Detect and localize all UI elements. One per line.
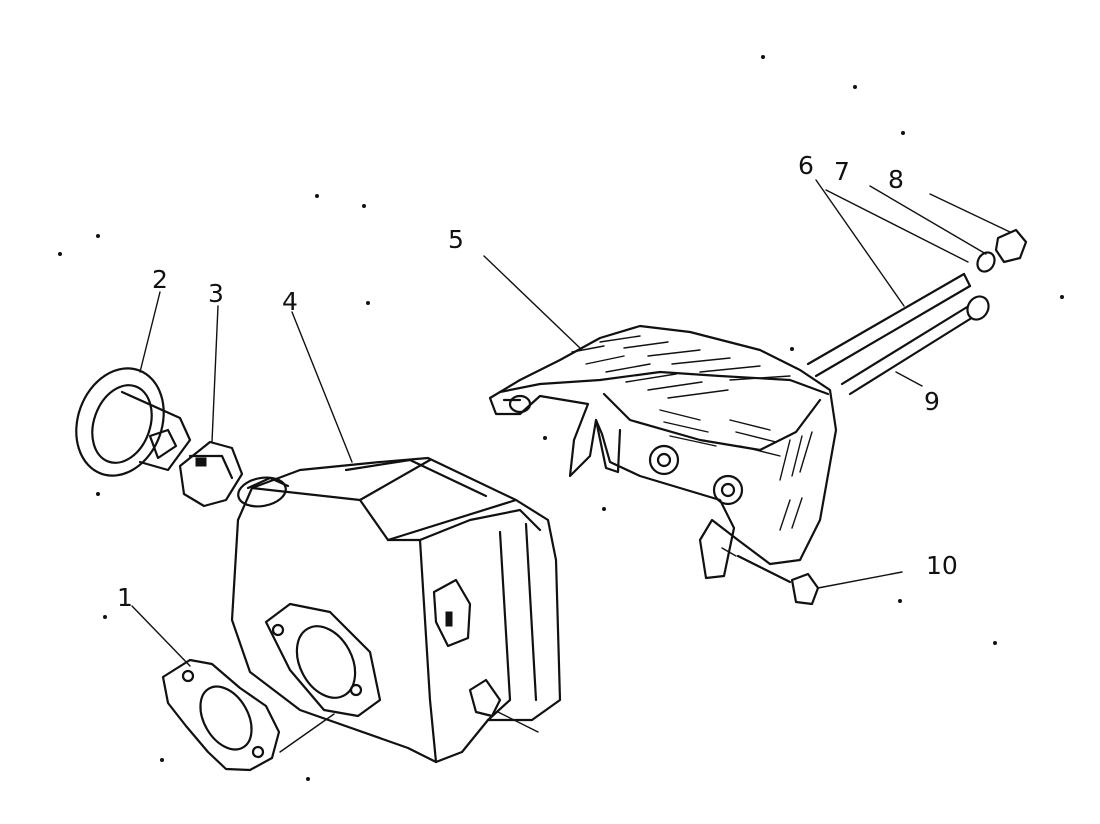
leader-lines — [131, 179, 1011, 753]
callout-9: 9 — [924, 387, 940, 416]
part-4-muffler — [230, 456, 562, 764]
callout-1: 1 — [117, 583, 133, 612]
part-3-clamp-ring — [178, 440, 244, 508]
part-1-gasket — [161, 658, 281, 772]
callout-6: 6 — [798, 151, 814, 180]
callout-3: 3 — [208, 279, 224, 308]
part-2-exhaust-cap — [75, 367, 192, 477]
scan-noise — [58, 55, 1064, 781]
callout-4: 4 — [282, 287, 298, 316]
part-7-washer — [976, 251, 996, 273]
callout-2: 2 — [152, 265, 168, 294]
callout-8: 8 — [888, 165, 904, 194]
part-5-heat-shield — [488, 324, 838, 580]
part-8-bolt-head — [994, 228, 1028, 264]
callout-10: 10 — [926, 551, 958, 580]
callout-labels: 1 2 3 4 5 6 7 8 9 10 — [117, 151, 958, 612]
part-9-bolt — [840, 295, 990, 396]
part-10-screw — [721, 547, 820, 606]
callout-5: 5 — [448, 225, 464, 254]
part-6-long-bolt — [806, 272, 972, 378]
callout-7: 7 — [834, 157, 850, 186]
